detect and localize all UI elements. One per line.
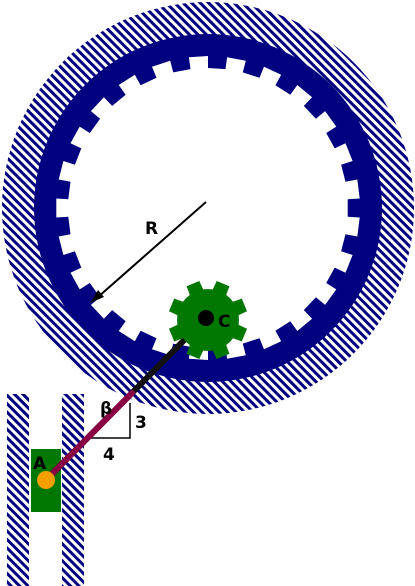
slope-triangle [85,403,131,439]
ring-gear-teeth [56,56,360,360]
point-a-label: A [33,454,47,474]
connecting-rod [43,315,209,483]
pin-a [37,471,55,489]
radius-arrowhead [90,290,104,303]
angle-beta-label: β [100,399,112,419]
radius-arrow [97,201,207,298]
slope-rise-label: 3 [135,413,147,433]
slope-run-label: 4 [103,445,115,465]
ring-gear-bore [56,56,360,360]
radius-label: R [145,219,158,239]
right-guide-rail [62,394,84,586]
pivot-c [198,310,214,326]
left-guide-rail [7,394,29,586]
point-c-label: C [218,312,230,332]
